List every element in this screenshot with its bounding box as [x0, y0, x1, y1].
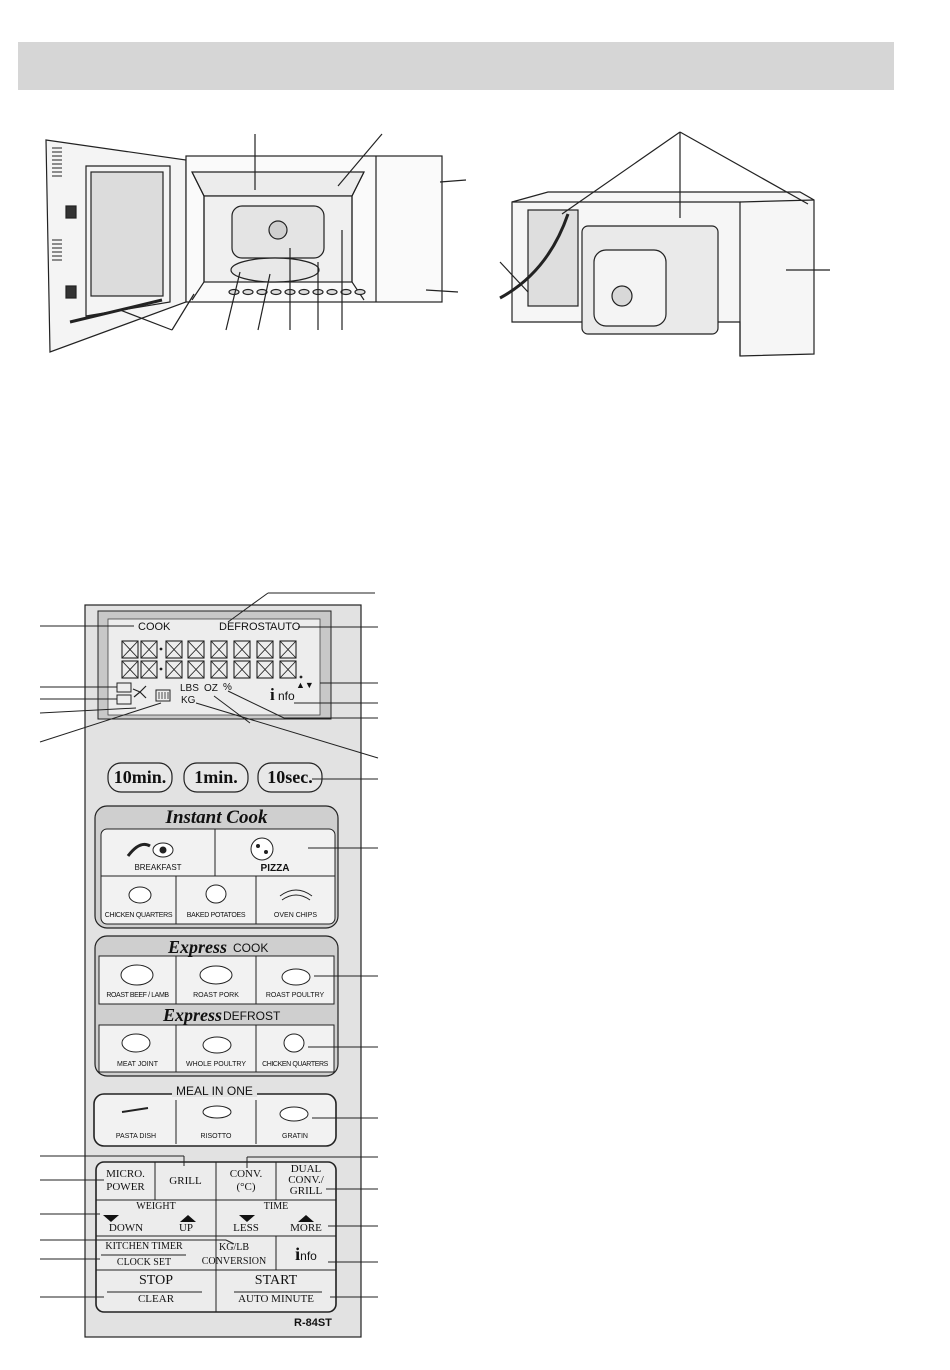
gratin-button[interactable]: GRATIN	[282, 1133, 308, 1140]
micro-power-line2: POWER	[106, 1181, 145, 1193]
time-label: TIME	[263, 1201, 289, 1212]
meal-in-one-title: MEAL IN ONE	[172, 1085, 257, 1097]
dual-conv-grill-button[interactable]: DUAL CONV./ GRILL	[276, 1164, 336, 1197]
weight-label: WEIGHT	[136, 1201, 176, 1212]
display-kg-label: KG	[181, 695, 196, 706]
display-info-rest: nfo	[278, 689, 295, 703]
auto-minute-button[interactable]: AUTO MINUTE	[238, 1293, 314, 1305]
express-cook-script: Express	[168, 937, 228, 957]
header-bar	[18, 42, 894, 90]
display-defrost-label: DEFROST	[219, 621, 272, 633]
kg-lb-conversion-button[interactable]: KG/LB CONVERSION	[192, 1241, 276, 1269]
display-oz-label: OZ	[204, 683, 218, 694]
roast-beef-lamb-button[interactable]: ROAST BEEF / LAMB	[106, 992, 169, 999]
time-less-button[interactable]: LESS	[233, 1222, 259, 1234]
breakfast-button[interactable]: BREAKFAST	[134, 863, 182, 872]
ten-second-button[interactable]: 10sec.	[267, 767, 313, 787]
info-label: nfo	[300, 1249, 317, 1263]
dual-line1: DUAL	[290, 1163, 322, 1175]
one-minute-button[interactable]: 1min.	[194, 767, 238, 787]
weight-down-button[interactable]: DOWN	[108, 1222, 144, 1234]
risotto-button[interactable]: RISOTTO	[200, 1133, 232, 1140]
kg-lb-line1: KG/LB	[219, 1242, 249, 1253]
clear-button[interactable]: CLEAR	[137, 1293, 175, 1305]
ten-minute-button[interactable]: 10min.	[113, 767, 167, 787]
instant-cook-title: Instant Cook	[165, 807, 268, 828]
chicken-quarters-cook-button[interactable]: CHICKEN QUARTERS	[104, 912, 173, 919]
info-button[interactable]: info	[276, 1244, 336, 1265]
display-lbs-label: LBS	[180, 683, 199, 694]
clock-set-button[interactable]: CLOCK SET	[116, 1257, 172, 1268]
roast-poultry-button[interactable]: ROAST POULTRY	[265, 992, 325, 999]
micro-power-button[interactable]: MICRO. POWER	[96, 1168, 155, 1194]
express-defrost-script: Express	[163, 1005, 223, 1025]
whole-poultry-button[interactable]: WHOLE POULTRY	[185, 1061, 247, 1068]
roast-pork-button[interactable]: ROAST PORK	[193, 992, 239, 999]
dual-line2: CONV./	[288, 1174, 324, 1186]
model-number: R-84ST	[294, 1317, 332, 1329]
weight-up-button[interactable]: UP	[178, 1222, 194, 1234]
kg-lb-line2: CONVERSION	[201, 1256, 267, 1267]
stop-button[interactable]: STOP	[139, 1273, 173, 1288]
start-button[interactable]: START	[254, 1273, 298, 1288]
grill-button[interactable]: GRILL	[169, 1175, 202, 1187]
display-info-i: i	[270, 685, 275, 704]
time-more-button[interactable]: MORE	[290, 1222, 322, 1234]
pasta-dish-button[interactable]: PASTA DISH	[115, 1133, 157, 1140]
info-i-icon: i	[295, 1244, 301, 1264]
kitchen-timer-button[interactable]: KITCHEN TIMER	[105, 1241, 183, 1252]
dual-line3: GRILL	[289, 1185, 323, 1197]
display-percent-label: %	[223, 682, 232, 693]
display-auto-label: AUTO	[270, 621, 301, 633]
display-arrows-icon: ▲▼	[296, 680, 314, 690]
conv-button[interactable]: CONV. (°C)	[216, 1168, 276, 1194]
oven-chips-button[interactable]: OVEN CHIPS	[273, 912, 318, 919]
display-cook-label: COOK	[138, 621, 171, 633]
meat-joint-button[interactable]: MEAT JOINT	[117, 1061, 158, 1068]
express-cook-title: COOK	[233, 941, 269, 955]
baked-potatoes-button[interactable]: BAKED POTATOES	[186, 912, 246, 919]
express-defrost-title: DEFROST	[223, 1009, 281, 1023]
micro-power-line1: MICRO.	[106, 1168, 145, 1180]
conv-line2: (°C)	[236, 1181, 256, 1193]
chicken-quarters-defrost-button[interactable]: CHICKEN QUARTERS	[262, 1061, 328, 1068]
conv-line1: CONV.	[229, 1168, 263, 1180]
pizza-button[interactable]: PIZZA	[260, 863, 290, 874]
